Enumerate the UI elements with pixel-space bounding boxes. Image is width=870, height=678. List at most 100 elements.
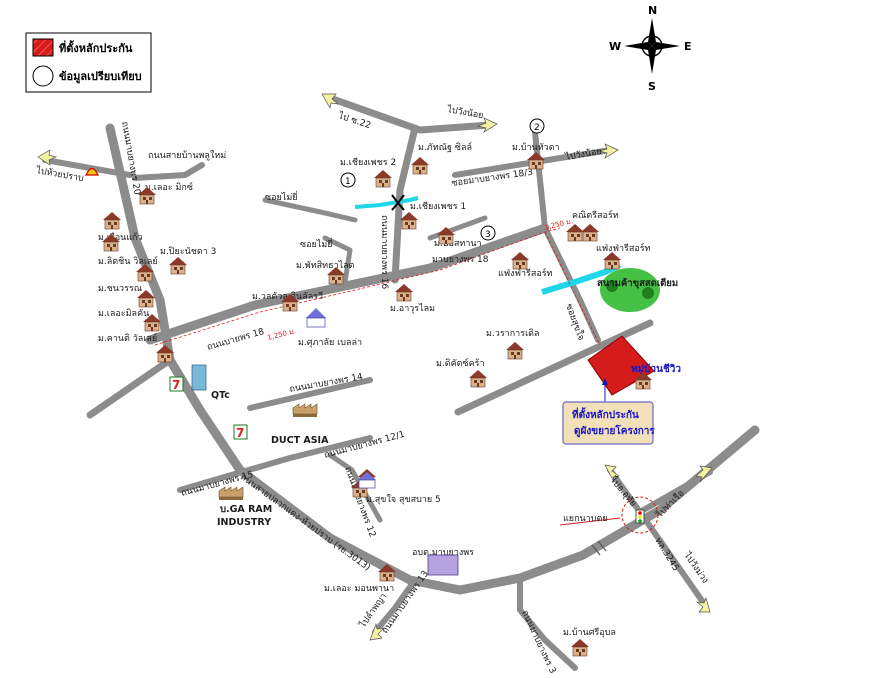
label-m-chiangphet1: ม.เชียงเพชร 1: [410, 201, 466, 212]
arrow-sw-icon: [369, 622, 385, 641]
label-m-baanruangbul: ม.บ้านศรีอุบล: [563, 627, 616, 638]
label-m-atorn: ม.อาวุรไลม: [390, 303, 435, 314]
road-soi18: [145, 223, 550, 345]
arrow-huayploy-icon: [37, 149, 58, 166]
road-diag-2: [637, 469, 713, 515]
label-to-wangnoi: ไปวังน้อย: [445, 104, 484, 121]
blue-house-icon: [358, 472, 376, 489]
legend-collateral-label: ที่ตั้งหลักประกัน: [59, 40, 133, 55]
legend-collateral-swatch: [32, 38, 54, 57]
road-soi15: [177, 435, 373, 493]
label-m-dikatyakra: ม.ดิคัตซ์คร้า: [436, 357, 485, 369]
house-icon: [373, 169, 393, 188]
label-m-ruenkaew: ม.เรือนแก้ว: [98, 232, 143, 243]
house-icon: [505, 341, 525, 360]
qtc-building-icon: [191, 364, 207, 391]
svg-text:7: 7: [236, 426, 244, 440]
label-m-lazy-mix: ม.เลอะ มิกซ์: [145, 181, 193, 193]
label-to-uthai: ไปอ.อุทัย: [607, 474, 639, 509]
road-soi14: [247, 377, 373, 411]
collateral-callout: ที่ตั้งหลักประกัน ดูผังขยายโครงการ: [562, 401, 655, 445]
label-m-chaiwanan: ม.ชนวรรณ: [98, 284, 142, 294]
arrow-pcha-icon: [321, 93, 340, 109]
shell-station-icon: [85, 167, 99, 176]
road-muangdee-2: [322, 235, 353, 285]
label-m-pattaya-city: ม.ภัทณัฐ ซิลล์: [418, 141, 472, 153]
label-m-baanchivew: หมู่บ้านชีวิว: [631, 363, 681, 376]
road-chiangphet: [391, 124, 419, 284]
marker-1: 1: [340, 172, 356, 188]
label-soi16: ถนนมาบยางพร 16: [379, 215, 389, 290]
label-muangdee-junction: แยกนาบตย: [563, 514, 608, 524]
compass-e: E: [684, 40, 692, 53]
distance-line-2: [544, 231, 601, 346]
marker-3: 3: [480, 225, 496, 241]
house-icon: [168, 256, 188, 275]
label-m-kanti: ม.คานติ วัลเลย์: [98, 332, 157, 344]
tree-icon: [642, 287, 654, 299]
label-qtc: QTc: [211, 390, 230, 401]
label-soi18b: มาบยางพร 18: [432, 255, 489, 265]
label-m-warakan: ม.วราการเดิล: [486, 328, 540, 339]
arrow-nw-icon: [604, 464, 620, 483]
tree-icon: [606, 280, 618, 292]
road-north: [326, 94, 494, 134]
rail-crossing-icon: [591, 540, 607, 556]
direction-arrows: [37, 93, 713, 641]
road-soi18-3: [532, 129, 601, 343]
house-icon: [570, 638, 590, 657]
factory-icon: [218, 486, 244, 501]
legend: ที่ตั้งหลักประกัน ข้อมูลเปรียบเทียบ: [25, 32, 152, 93]
tessaban-building-icon: [427, 554, 459, 576]
arrow-wangnoi-icon: [476, 117, 498, 133]
label-hw-3245: ทล.3245: [652, 536, 680, 573]
label-m-sukjai5: ม.สุขใจ สุขสบาย 5: [366, 494, 441, 505]
road-main: [105, 123, 760, 595]
road-east: [454, 319, 654, 416]
distance-line-1: [154, 227, 561, 346]
arrow-wangnoi-ne-icon: [598, 143, 619, 159]
road-huayploy: [42, 157, 133, 178]
road-soi12: [327, 452, 383, 523]
label-m-boonpornma: ม.บอสทานา: [434, 239, 482, 249]
label-resort-1: คณิตรีสอร์ท: [572, 209, 619, 221]
label-industry: INDUSTRY: [217, 517, 271, 528]
svg-text:3: 3: [485, 230, 491, 240]
compass-w: W: [609, 40, 621, 53]
label-distance-1: 1,250 ม.: [267, 327, 297, 342]
house-icon: [102, 211, 122, 230]
blue-house-icon: [306, 308, 326, 328]
house-icon: [602, 251, 622, 270]
house-icon: [510, 251, 530, 270]
house-icon: [468, 369, 488, 388]
label-resort-3: แฟ่งฟ่ารีสอร์ท: [498, 267, 553, 279]
label-soi-muangdee: ซอยไม่ยี่: [265, 190, 298, 203]
junction-circle: [621, 496, 659, 534]
legend-comparable-label: ข้อมูลเปรียบเทียบ: [59, 70, 142, 84]
callout-line-1: ที่ตั้งหลักประกัน: [572, 407, 639, 421]
junction-pointer: [559, 517, 621, 526]
label-m-chiangphet2: ม.เชียงเพชร 2: [340, 157, 396, 168]
label-soi-mai: ถนนสายบ้านพลูใหม่: [148, 150, 226, 161]
label-ugaram: บ.GA RAM: [220, 504, 272, 515]
compass-s: S: [648, 80, 656, 93]
label-soi-muangdee-2: ซอยไม่ยี่: [300, 237, 333, 250]
bridge-icon: [391, 194, 405, 211]
label-to-wangnoi-ne: ไปวังน้อย: [564, 146, 603, 163]
house-icon: [526, 151, 546, 170]
seven-eleven-icon: 7: [233, 424, 248, 440]
label-stadium: สนามค้าขุสสดเตียม: [597, 277, 678, 289]
road-soi-rama: [517, 575, 578, 671]
house-icon: [394, 283, 414, 302]
label-tessaban: อบต.มาบยางพร: [412, 548, 474, 558]
label-resort-2: แฟ่งฟ่ารีสอร์ท: [596, 242, 651, 254]
svg-text:1: 1: [345, 177, 351, 187]
callout-line-2: ดูผังขยายโครงการ: [574, 424, 655, 438]
label-m-pattanasit: ม.พัทสิทธาไลต: [296, 260, 355, 271]
house-icon: [399, 211, 419, 230]
legend-comparable-swatch: [32, 65, 54, 87]
marker-2: 2: [529, 118, 545, 134]
svg-text:7: 7: [172, 378, 180, 392]
